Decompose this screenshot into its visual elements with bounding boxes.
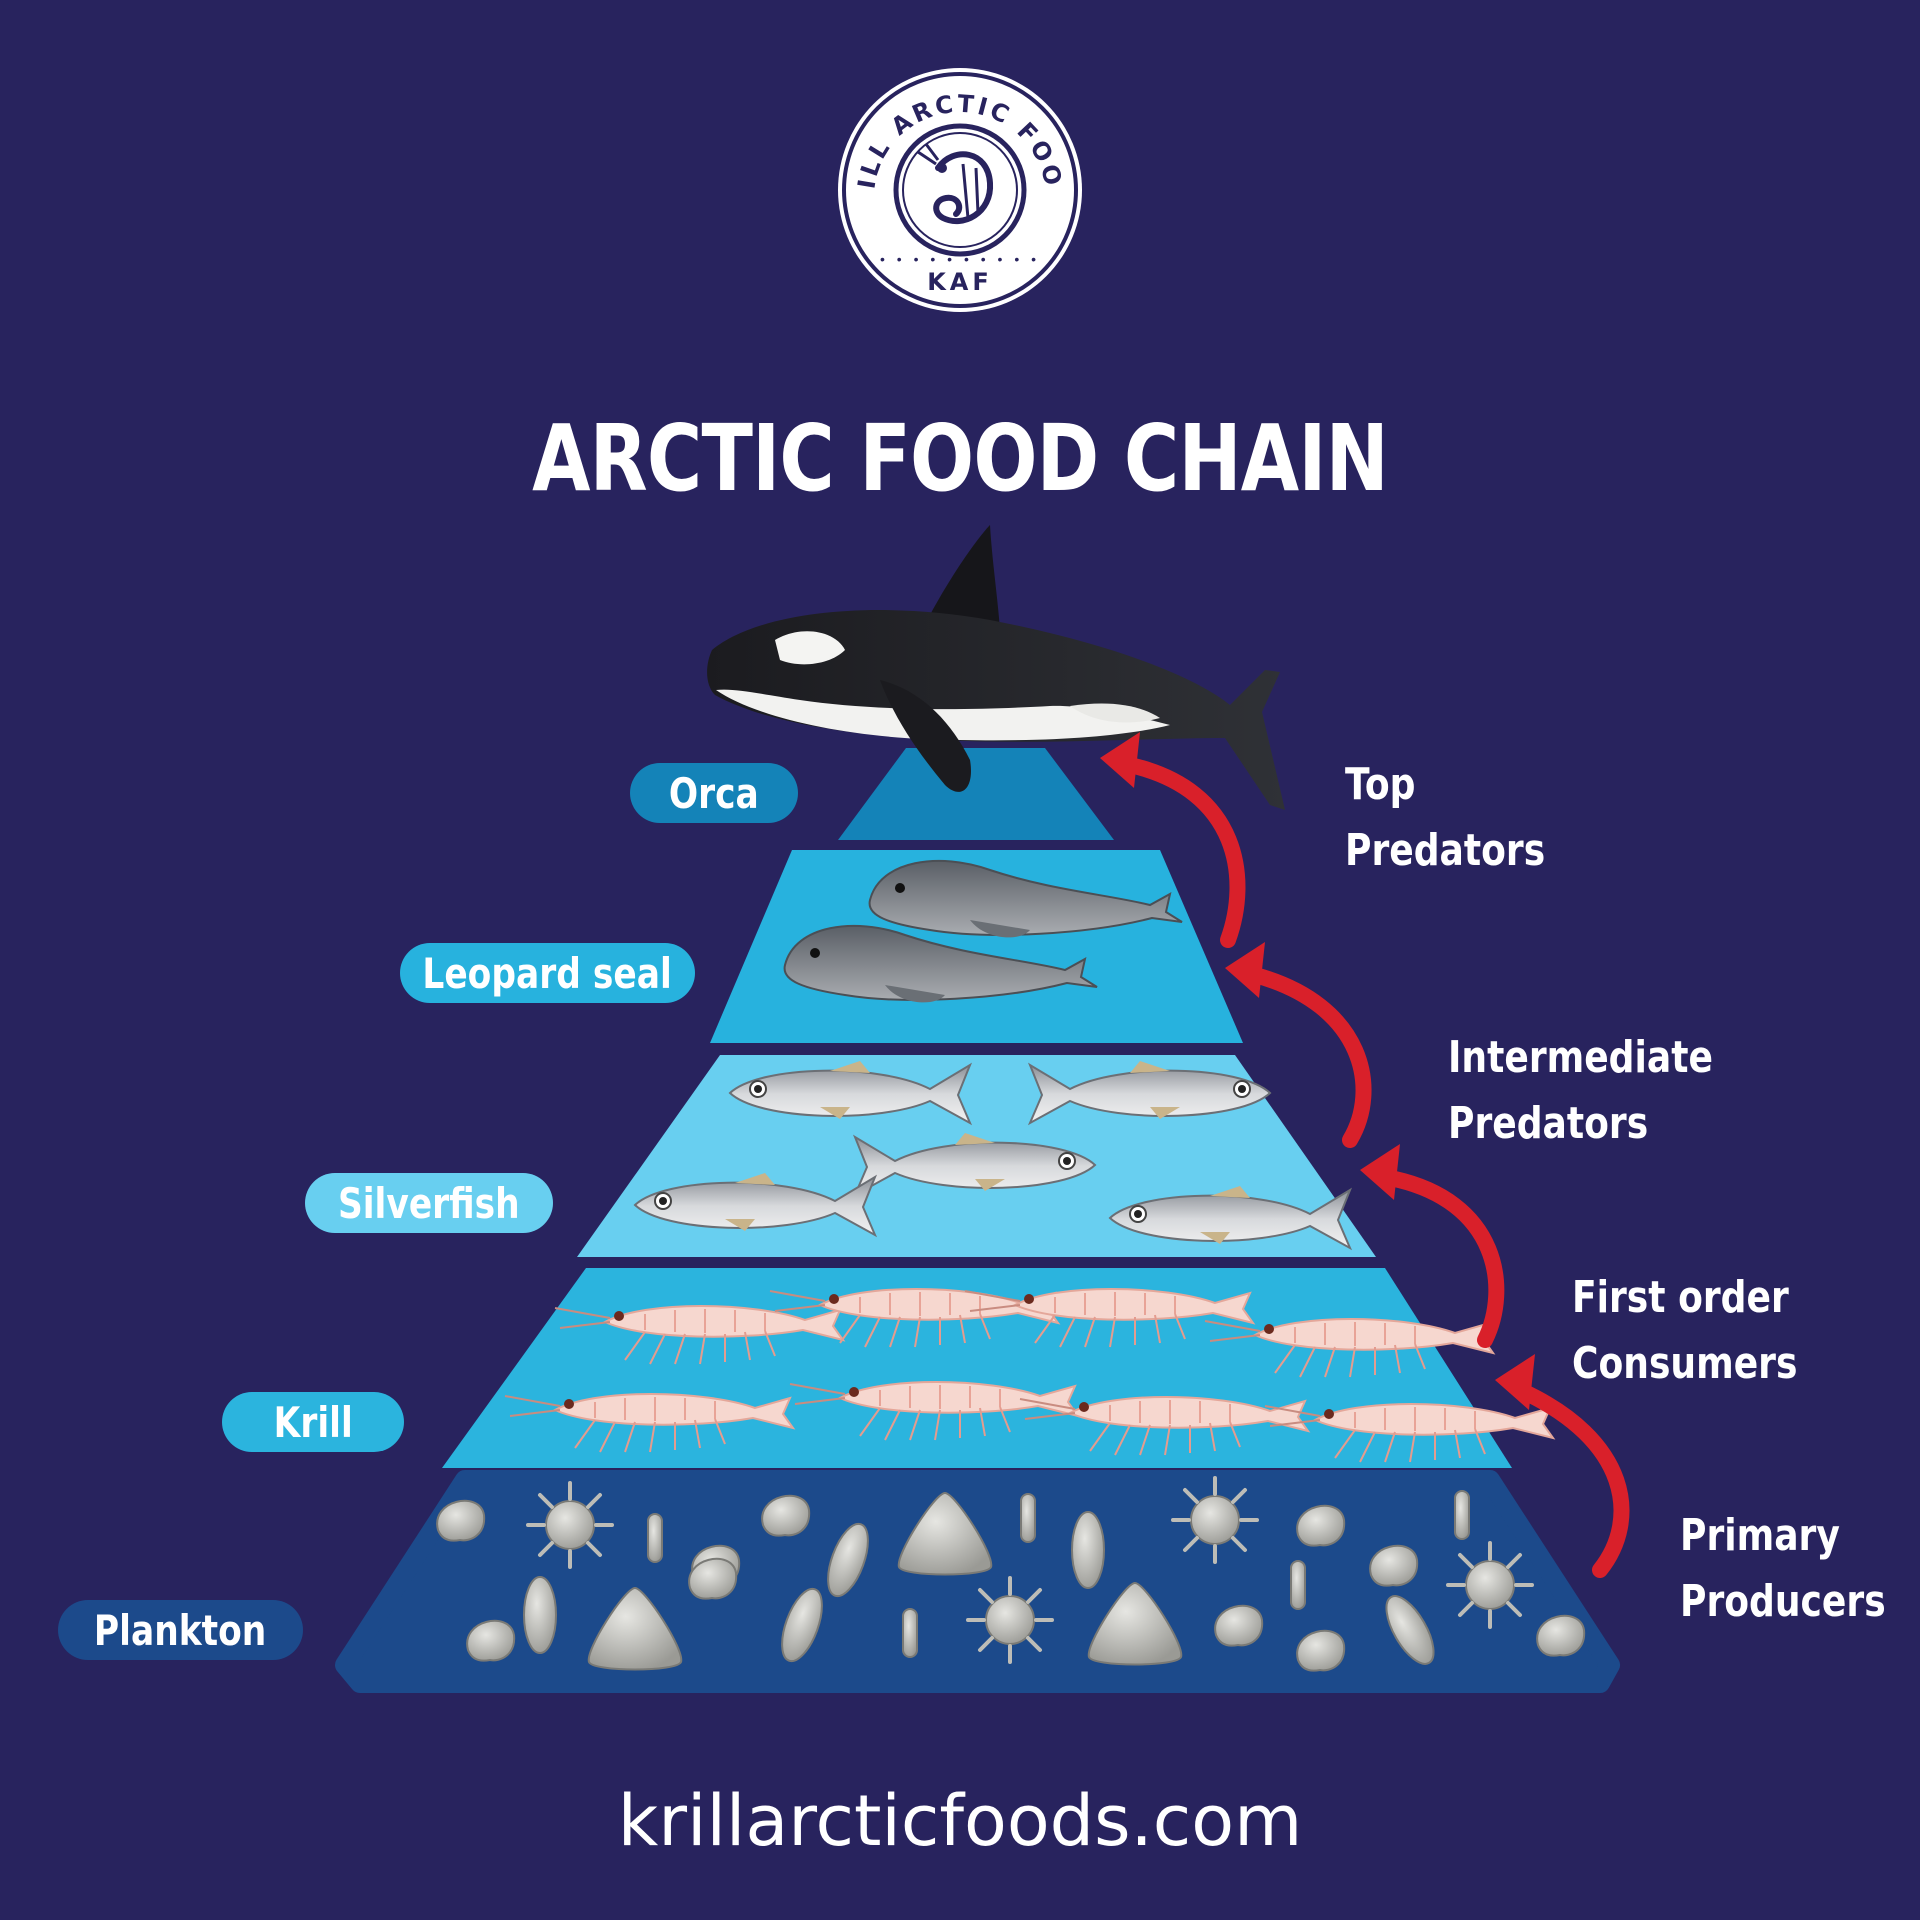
arrow-head: [1100, 732, 1140, 788]
arrow-shaft: [1247, 967, 1372, 1148]
level-pill-leopard-seal: Leopard seal: [400, 943, 695, 1003]
website-link[interactable]: krillarcticfoods.com: [617, 1780, 1303, 1862]
arrow-shaft: [1382, 1170, 1505, 1348]
arrow-shaft: [1122, 757, 1246, 948]
arrow-shaft: [1512, 1382, 1630, 1578]
page-title: ARCTIC FOOD CHAIN: [532, 405, 1389, 512]
level-label-leopard-seal: Leopard seal: [422, 948, 673, 998]
arrow-head: [1495, 1354, 1535, 1410]
level-pill-plankton: Plankton: [58, 1600, 303, 1660]
level-label-orca: Orca: [669, 768, 759, 818]
level-pill-krill: Krill: [222, 1392, 404, 1452]
logo-center-text: KAF: [927, 268, 993, 296]
orca-illustration: [707, 525, 1285, 810]
level-pill-silverfish: Silverfish: [305, 1173, 553, 1233]
arrow-head: [1360, 1144, 1400, 1200]
level-label-krill: Krill: [273, 1397, 353, 1447]
level-label-plankton: Plankton: [94, 1605, 267, 1655]
food-chain-arrows: [1100, 732, 1630, 1578]
brand-logo: KRILL ARCTIC FOODS KAF • • • • • • • • •…: [838, 68, 1082, 312]
svg-text:• • • • • • • • • •: • • • • • • • • • •: [880, 251, 1040, 267]
krill-logo-icon: KRILL ARCTIC FOODS KAF • • • • • • • • •…: [838, 68, 1078, 308]
level-label-silverfish: Silverfish: [338, 1178, 520, 1228]
level-pill-orca: Orca: [630, 763, 798, 823]
pyramid-tier-orca: [838, 748, 1114, 840]
arrow-head: [1225, 942, 1265, 998]
